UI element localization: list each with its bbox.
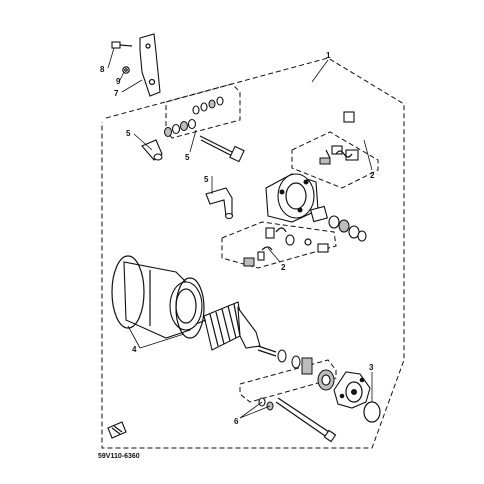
through-bolts xyxy=(258,397,337,443)
drive-end-cover xyxy=(333,371,371,409)
callout-6: 6 xyxy=(234,417,239,426)
brush-housing xyxy=(265,173,319,223)
terminal-cap-lower xyxy=(205,187,234,220)
mounting-bracket xyxy=(139,33,161,97)
armature xyxy=(195,301,277,357)
brush-holder-lower xyxy=(243,227,329,267)
callout-3: 3 xyxy=(369,363,374,372)
terminal-washer-row xyxy=(164,118,197,137)
callout-5-upper: 5 xyxy=(126,129,131,138)
callout-5-lower: 5 xyxy=(204,175,209,184)
yoke-o-ring-right xyxy=(175,277,205,339)
yoke-housing xyxy=(123,261,203,339)
callout-8: 8 xyxy=(100,65,105,74)
drive-end-parts xyxy=(277,349,335,391)
callout-4: 4 xyxy=(132,345,137,354)
yoke-o-ring-left xyxy=(111,255,145,329)
upper-washer-stack xyxy=(192,96,224,115)
callout-9: 9 xyxy=(116,77,121,86)
callout-2-upper: 2 xyxy=(370,171,375,180)
assembly-boundary xyxy=(101,57,405,449)
diagram-code: 59V110-6360 xyxy=(98,453,140,460)
terminal-bolt xyxy=(199,135,245,163)
callout-2-lower: 2 xyxy=(281,263,286,272)
callout-7: 7 xyxy=(114,89,119,98)
bracket-washer xyxy=(122,66,130,74)
callout-1: 1 xyxy=(326,51,331,60)
yamaha-logo-icon xyxy=(107,421,127,439)
drive-end-o-ring xyxy=(363,401,381,423)
bracket-bolt xyxy=(111,41,133,49)
brush-holder-upper xyxy=(319,111,359,165)
callout-5-upper-b: 5 xyxy=(185,153,190,162)
housing-bushing-set xyxy=(310,205,367,242)
leader-lines xyxy=(107,47,373,419)
